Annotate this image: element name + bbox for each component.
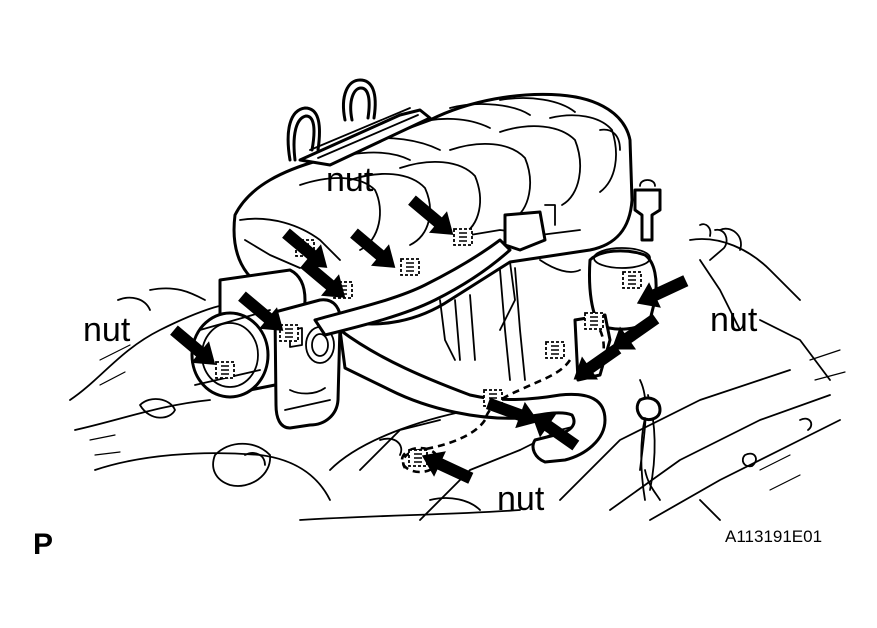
nut-marker bbox=[622, 271, 642, 289]
nut-marker bbox=[279, 324, 299, 342]
nut-marker bbox=[215, 361, 235, 379]
view-code: P bbox=[33, 528, 54, 561]
nut-marker bbox=[400, 258, 420, 276]
figure-id: A113191E01 bbox=[725, 527, 823, 546]
nut-label-bottom: nut bbox=[497, 480, 545, 518]
nut-marker bbox=[584, 312, 604, 330]
nut-label-right: nut bbox=[710, 301, 758, 339]
fuel-rail bbox=[286, 78, 432, 167]
nut-label-left: nut bbox=[83, 311, 131, 349]
nut-marker bbox=[545, 341, 565, 359]
nut-label-top: nut bbox=[326, 161, 374, 199]
dipstick bbox=[635, 396, 662, 501]
nut-marker bbox=[453, 228, 473, 246]
